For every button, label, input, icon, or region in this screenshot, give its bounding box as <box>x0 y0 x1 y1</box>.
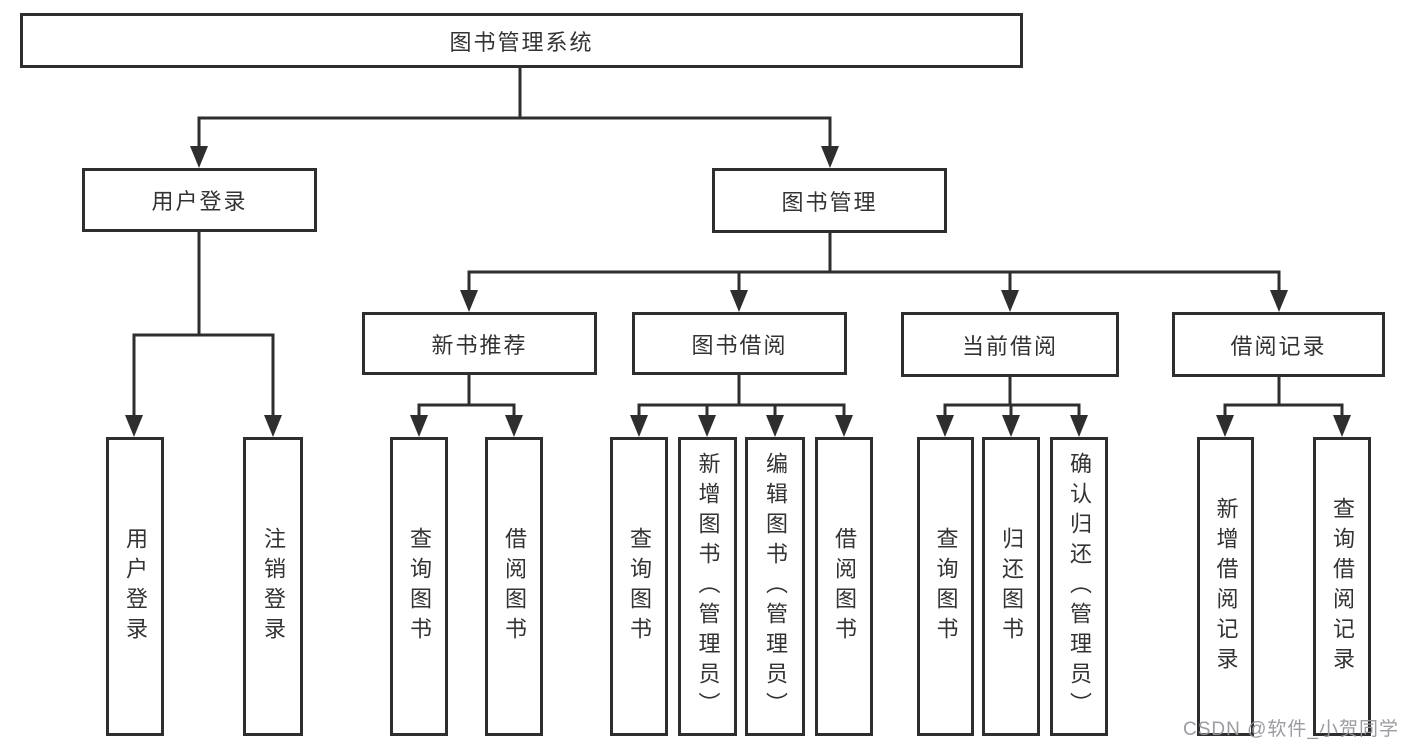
node-label: 新增借阅记录 <box>1213 496 1239 677</box>
leaf-query-borrow-record: 查询借阅记录 <box>1313 437 1371 736</box>
connectors-new-book-recommendation-children <box>410 375 523 437</box>
node-label: 借阅图书 <box>832 526 857 647</box>
node-library-system: 图书管理系统 <box>20 13 1023 68</box>
node-label: 注销登录 <box>261 526 286 647</box>
node-label: 当前借阅 <box>961 333 1058 359</box>
leaf-query-books-current: 查询图书 <box>917 437 974 736</box>
node-book-borrowing: 图书借阅 <box>632 312 847 375</box>
leaf-return-books: 归还图书 <box>982 437 1040 736</box>
connectors-current-borrowing-children <box>936 377 1088 437</box>
leaf-add-borrow-record: 新增借阅记录 <box>1197 437 1254 736</box>
node-label: 借阅图书 <box>502 526 527 647</box>
leaf-borrow-books-borrowing: 借阅图书 <box>815 437 873 736</box>
leaf-logout-login: 注销登录 <box>243 437 303 736</box>
leaf-borrow-books-recommend: 借阅图书 <box>485 437 543 736</box>
node-label: 图书管理系统 <box>449 29 594 55</box>
leaf-query-books-recommend: 查询图书 <box>390 437 448 736</box>
node-label: 新书推荐 <box>431 332 528 358</box>
node-label: 借阅记录 <box>1230 333 1327 359</box>
leaf-user-login: 用户登录 <box>106 437 164 736</box>
node-label: 查询借阅记录 <box>1330 496 1355 677</box>
node-label: 图书管理 <box>781 189 878 215</box>
node-label: 查询图书 <box>407 526 432 647</box>
leaf-query-books-borrowing: 查询图书 <box>610 437 668 736</box>
node-label: 查询图书 <box>627 526 652 647</box>
node-label: 用户登录 <box>123 526 148 647</box>
node-current-borrowing: 当前借阅 <box>901 312 1119 377</box>
node-label: 编辑图书（管理员） <box>763 451 788 722</box>
node-new-book-recommendation: 新书推荐 <box>362 312 597 375</box>
watermark-text: CSDN @软件_小贺同学 <box>1183 719 1399 740</box>
node-label: 图书借阅 <box>691 332 788 358</box>
node-book-management: 图书管理 <box>712 168 947 233</box>
connectors-user-login-children <box>125 232 282 437</box>
connectors-book-borrowing-children <box>630 375 853 437</box>
node-borrowing-records: 借阅记录 <box>1172 312 1385 377</box>
node-label: 新增图书（管理员） <box>695 451 721 722</box>
leaf-edit-books-admin: 编辑图书（管理员） <box>745 437 805 736</box>
node-label: 查询图书 <box>933 526 959 647</box>
node-label: 用户登录 <box>151 189 248 214</box>
connectors-borrowing-records-children <box>1216 377 1351 437</box>
node-label: 确认归还（管理员） <box>1067 451 1092 722</box>
node-user-login: 用户登录 <box>82 168 317 232</box>
node-label: 归还图书 <box>999 526 1024 647</box>
connectors-root-to-level1 <box>190 68 839 168</box>
leaf-add-books-admin: 新增图书（管理员） <box>678 437 737 736</box>
connectors-book-management-to-level2 <box>460 233 1288 312</box>
leaf-confirm-return-admin: 确认归还（管理员） <box>1050 437 1108 736</box>
